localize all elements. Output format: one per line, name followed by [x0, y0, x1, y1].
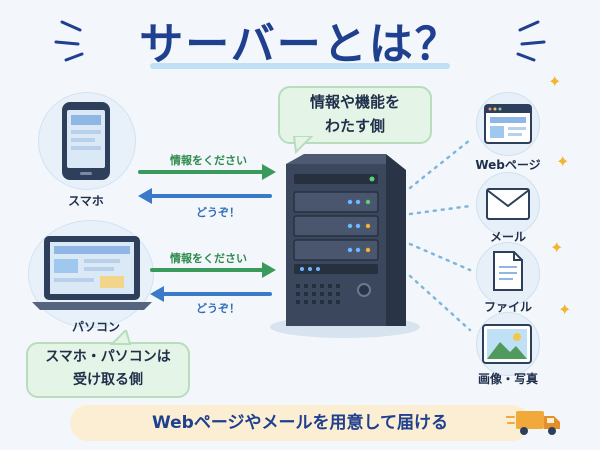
service-label-file: ファイル [483, 300, 532, 314]
title-rays [54, 20, 546, 62]
server-note-tail [292, 136, 314, 155]
client-note-tail [110, 330, 132, 345]
request-arrow-top [138, 164, 276, 180]
sparkle-icon: ✦ [550, 238, 564, 257]
server-note: 情報や機能を わたす側 [278, 86, 432, 144]
client-note: スマホ・パソコンは 受け取る側 [26, 342, 190, 398]
request-label-top: 情報をください [170, 154, 247, 167]
request-arrow-bottom [150, 262, 276, 278]
laptop-icon [32, 236, 152, 310]
service-label-mail: メール [489, 230, 526, 244]
smartphone-label: スマホ [68, 194, 104, 208]
sparkle-icon: ✦ [556, 152, 570, 171]
summary-banner-text: Webページやメールを用意して届ける [152, 413, 448, 433]
summary-banner: Webページやメールを用意して届ける [70, 405, 530, 441]
delivery-truck-icon [506, 411, 560, 435]
client-note-line1: スマホ・パソコンは [45, 349, 171, 365]
smartphone-icon [62, 102, 110, 180]
service-label-webpage: Webページ [475, 158, 541, 172]
response-arrow-bottom [150, 286, 272, 302]
response-label-bottom: どうぞ！ [196, 302, 240, 315]
page-title: サーバーとは？ [139, 19, 461, 70]
sparkle-icon: ✦ [558, 300, 572, 319]
file-icon [493, 251, 523, 291]
server-note-line2: わたす側 [324, 117, 385, 135]
server-icon [286, 154, 406, 326]
laptop-label: パソコン [71, 320, 120, 334]
response-arrow-top [138, 188, 272, 204]
request-label-bottom: 情報をください [170, 252, 247, 265]
server-note-line1: 情報や機能を [309, 93, 400, 111]
service-connectors [408, 138, 472, 332]
title-underline [150, 63, 450, 69]
sparkle-icon: ✦ [548, 72, 562, 91]
response-label-top: どうぞ！ [196, 206, 240, 219]
envelope-icon [486, 188, 530, 220]
client-note-line2: 受け取る側 [73, 372, 143, 388]
photo-icon [482, 324, 532, 364]
service-label-photo: 画像・写真 [477, 372, 538, 386]
webpage-icon [484, 104, 532, 144]
